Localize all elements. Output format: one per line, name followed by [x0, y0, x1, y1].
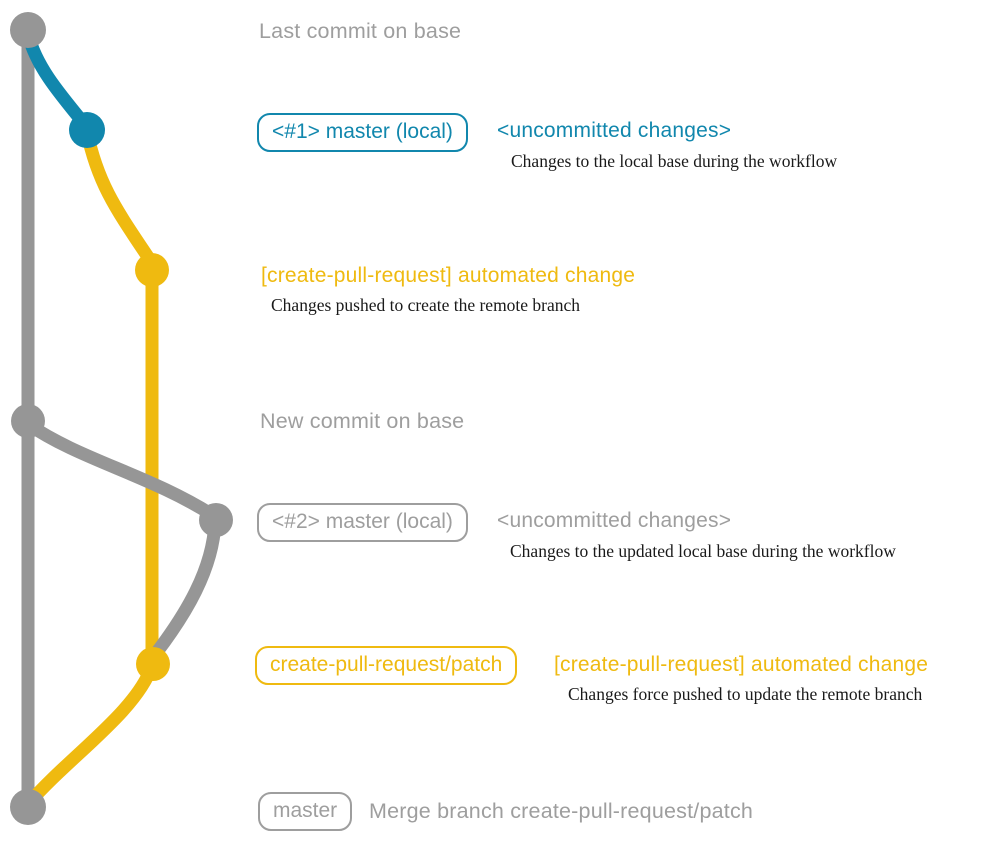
- branch-patch-merge-curve: [22, 659, 159, 810]
- commit1-branch-badge: <#1> master (local): [257, 113, 468, 152]
- commit2-title: <uncommitted changes>: [497, 509, 732, 532]
- last-commit-on-base-label: Last commit on base: [259, 19, 462, 43]
- push1-description: Changes pushed to create the remote bran…: [271, 295, 581, 315]
- commit1-title: <uncommitted changes>: [497, 119, 732, 142]
- branch-uncommitted-1-curve: [21, 27, 93, 133]
- commit2-branch-badge: <#2> master (local): [257, 503, 468, 542]
- node-push-1: [135, 253, 169, 287]
- push1-title: [create-pull-request] automated change: [261, 264, 636, 287]
- patch-branch-badge: create-pull-request/patch: [255, 646, 518, 685]
- commit1-description: Changes to the local base during the wor…: [511, 151, 838, 171]
- node-merge: [10, 789, 46, 825]
- node-last-commit-on-base: [10, 12, 46, 48]
- commit2-description: Changes to the updated local base during…: [510, 541, 896, 561]
- node-commit-1: [69, 112, 105, 148]
- node-push-2: [136, 647, 170, 681]
- node-new-commit-on-base: [11, 404, 45, 438]
- branch-patch-top-curve: [80, 125, 157, 267]
- new-commit-on-base-label: New commit on base: [260, 409, 465, 433]
- push2-title: [create-pull-request] automated change: [554, 653, 929, 676]
- push2-description: Changes force pushed to update the remot…: [568, 684, 923, 704]
- branch-commit2-to-patch-curve: [150, 515, 222, 659]
- branch-base-to-commit2-curve: [21, 417, 221, 523]
- node-commit-2: [199, 503, 233, 537]
- master-branch-badge: master: [258, 792, 353, 831]
- merge-title: Merge branch create-pull-request/patch: [369, 799, 754, 823]
